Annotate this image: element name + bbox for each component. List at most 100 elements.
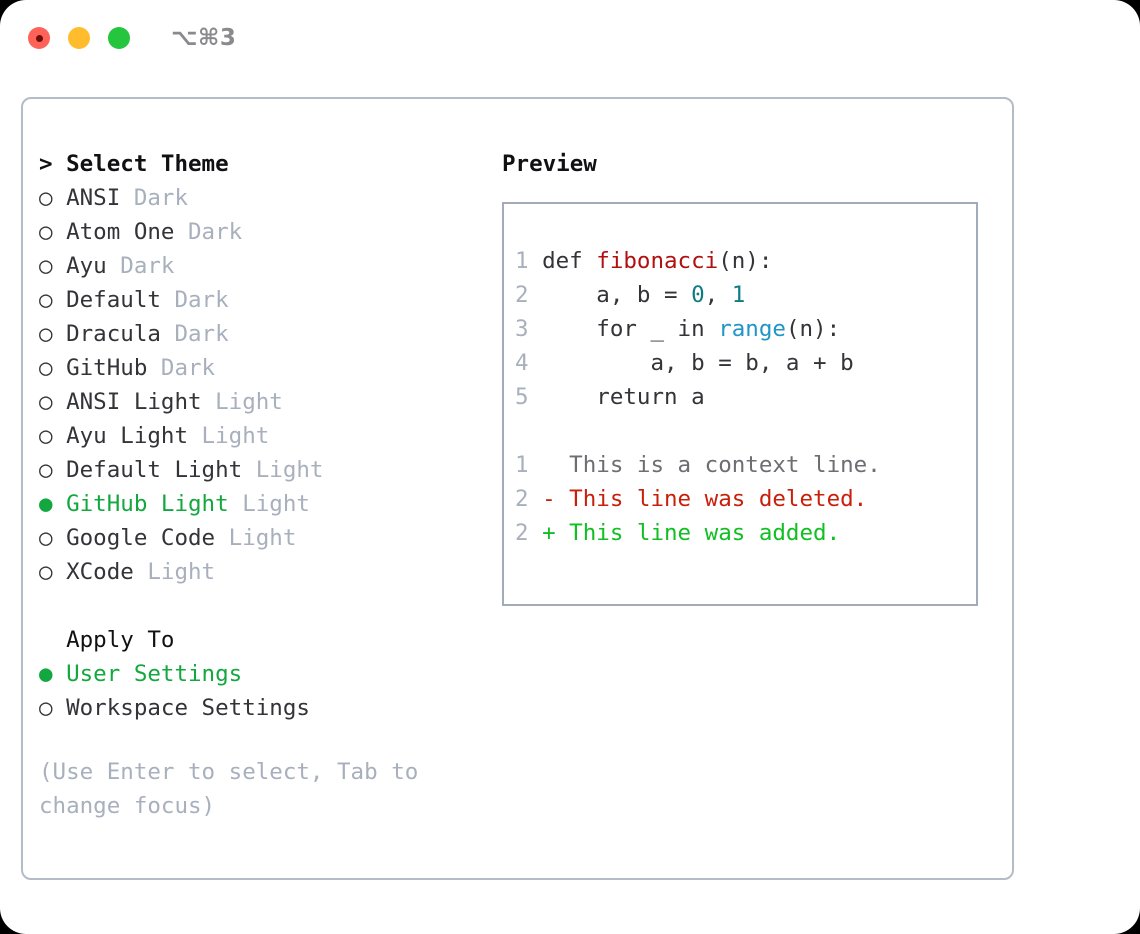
diff-line: 1 This is a context line.: [515, 448, 976, 482]
code-token: 0: [691, 282, 705, 308]
diff-line-text: This is a context line.: [542, 452, 881, 478]
theme-list-item[interactable]: ○ XCode Light: [39, 555, 479, 589]
window-maximize-button[interactable]: [108, 27, 130, 49]
radio-selected-icon: ●: [39, 491, 53, 517]
theme-name: Ayu Light: [52, 423, 189, 449]
radio-unselected-icon: ○: [39, 355, 53, 381]
code-token: a, b = b, a + b: [542, 350, 854, 376]
keyboard-shortcut-label: ⌥⌘3: [171, 25, 237, 51]
theme-list[interactable]: ○ ANSI Dark○ Atom One Dark○ Ayu Dark○ De…: [39, 181, 479, 589]
theme-variant-tag: Dark: [120, 185, 189, 211]
theme-list-item[interactable]: ● GitHub Light Light: [39, 487, 479, 521]
theme-list-item[interactable]: ○ Atom One Dark: [39, 215, 479, 249]
theme-list-item[interactable]: ○ Dracula Dark: [39, 317, 479, 351]
theme-name: Dracula: [52, 321, 161, 347]
code-line-number: 1: [515, 248, 543, 274]
theme-variant-tag: Dark: [160, 321, 229, 347]
diff-sample: 1 This is a context line.2 - This line w…: [515, 448, 976, 550]
code-line: 1 def fibonacci(n):: [515, 244, 976, 278]
diff-line-text: + This line was added.: [542, 520, 841, 546]
theme-list-item[interactable]: ○ ANSI Dark: [39, 181, 479, 215]
theme-list-item[interactable]: ○ ANSI Light Light: [39, 385, 479, 419]
theme-name: XCode: [52, 559, 134, 585]
code-line: 2 a, b = 0, 1: [515, 278, 976, 312]
theme-list-item[interactable]: ○ GitHub Dark: [39, 351, 479, 385]
window-close-button[interactable]: [28, 27, 50, 49]
code-line-number: 4: [515, 350, 543, 376]
radio-unselected-icon: ○: [39, 389, 53, 415]
code-spacer: [515, 414, 976, 448]
diff-line-number: 2: [515, 520, 543, 546]
apply-to-item[interactable]: ● User Settings: [39, 657, 479, 691]
theme-name: Atom One: [52, 219, 175, 245]
code-token: range: [718, 316, 786, 342]
theme-name: ANSI Light: [52, 389, 202, 415]
theme-variant-tag: Light: [215, 525, 297, 551]
diff-line: 2 + This line was added.: [515, 516, 976, 550]
radio-unselected-icon: ○: [39, 253, 53, 279]
apply-to-item[interactable]: ○ Workspace Settings: [39, 691, 479, 725]
code-token: (n):: [785, 316, 841, 342]
diff-line: 2 - This line was deleted.: [515, 482, 976, 516]
theme-name: Ayu: [52, 253, 107, 279]
radio-unselected-icon: ○: [39, 287, 53, 313]
code-token: a, b =: [542, 282, 692, 308]
radio-unselected-icon: ○: [39, 559, 53, 585]
code-token: 1: [731, 282, 746, 308]
diff-line-number: 2: [515, 486, 543, 512]
radio-unselected-icon: ○: [39, 457, 53, 483]
theme-list-item[interactable]: ○ Default Light Light: [39, 453, 479, 487]
code-token: return a: [542, 384, 705, 410]
theme-list-item[interactable]: ○ Ayu Dark: [39, 249, 479, 283]
radio-unselected-icon: ○: [39, 219, 53, 245]
diff-line-number: 1: [515, 452, 543, 478]
apply-to-section: Apply To ● User Settings○ Workspace Sett…: [39, 623, 479, 725]
select-theme-header: > Select Theme: [39, 151, 229, 177]
window-minimize-button[interactable]: [68, 27, 90, 49]
code-line: 4 a, b = b, a + b: [515, 346, 976, 380]
code-token: for _ in: [542, 316, 719, 342]
theme-variant-tag: Dark: [174, 219, 243, 245]
theme-list-item[interactable]: ○ Google Code Light: [39, 521, 479, 555]
theme-name: ANSI: [52, 185, 121, 211]
code-line: 3 for _ in range(n):: [515, 312, 976, 346]
theme-variant-tag: Dark: [160, 287, 229, 313]
code-token: (n):: [718, 248, 773, 274]
radio-unselected-icon: ○: [39, 423, 53, 449]
preview-column: Preview 1 def fibonacci(n):2 a, b = 0, 1…: [502, 147, 992, 606]
code-line: 5 return a: [515, 380, 976, 414]
radio-unselected-icon: ○: [39, 695, 53, 721]
theme-variant-tag: Dark: [106, 253, 175, 279]
theme-name: Default Light: [52, 457, 243, 483]
apply-to-label: Workspace Settings: [52, 695, 310, 721]
radio-unselected-icon: ○: [39, 185, 53, 211]
radio-selected-icon: ●: [39, 661, 53, 687]
radio-unselected-icon: ○: [39, 525, 53, 551]
theme-name: GitHub: [52, 355, 148, 381]
title-bar: ⌥⌘3: [0, 0, 1140, 76]
theme-variant-tag: Light: [228, 491, 310, 517]
code-line-number: 5: [515, 384, 543, 410]
code-line-number: 3: [515, 316, 543, 342]
theme-name: Google Code: [52, 525, 216, 551]
apply-to-list[interactable]: ● User Settings○ Workspace Settings: [39, 657, 479, 725]
code-token: fibonacci: [596, 248, 719, 274]
preview-header: Preview: [502, 151, 597, 177]
theme-name: GitHub Light: [52, 491, 229, 517]
theme-variant-tag: Light: [201, 389, 283, 415]
code-line-number: 2: [515, 282, 543, 308]
theme-list-item[interactable]: ○ Ayu Light Light: [39, 419, 479, 453]
radio-unselected-icon: ○: [39, 321, 53, 347]
theme-variant-tag: Light: [188, 423, 270, 449]
theme-list-item[interactable]: ○ Default Dark: [39, 283, 479, 317]
code-token: ,: [704, 282, 732, 308]
code-token: def: [542, 248, 597, 274]
theme-name: Default: [52, 287, 161, 313]
apply-to-header: Apply To: [66, 627, 175, 653]
keyboard-hint-text: (Use Enter to select, Tab to change focu…: [39, 759, 419, 819]
theme-variant-tag: Dark: [147, 355, 216, 381]
theme-variant-tag: Light: [133, 559, 216, 585]
